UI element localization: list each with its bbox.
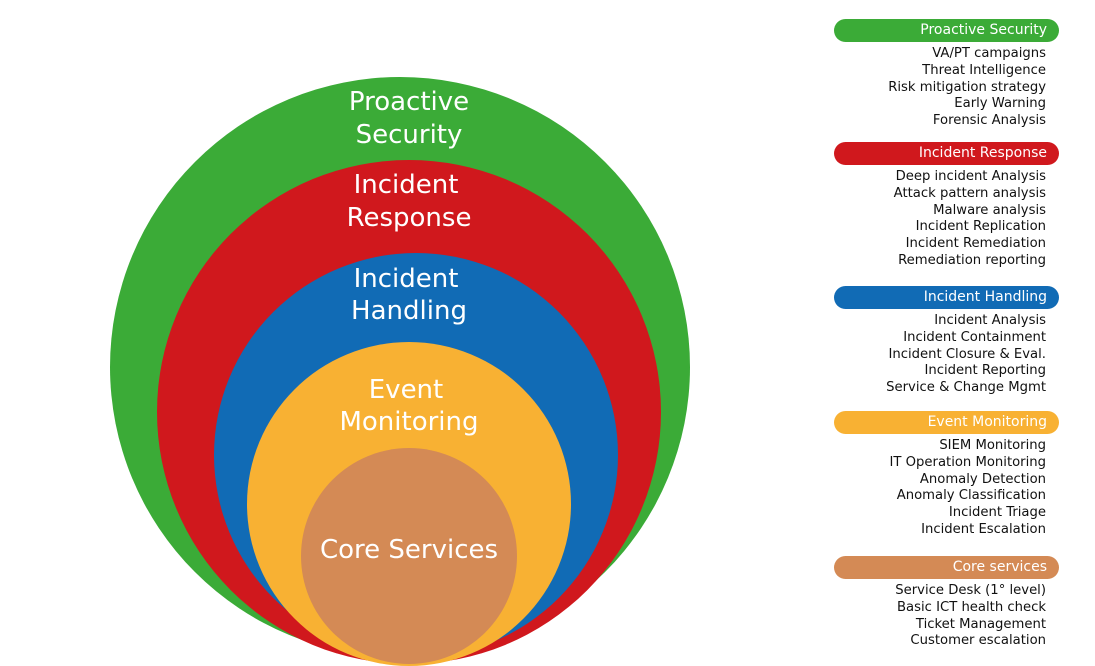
legend-item: Early Warning [954, 96, 1046, 112]
legend-item: Incident Analysis [934, 313, 1046, 328]
legend-header-event-monitoring: Event Monitoring [834, 411, 1059, 434]
ring-label-monitoring-1: Event [369, 375, 443, 405]
legend-item: Deep incident Analysis [895, 169, 1046, 184]
legend-header-incident-handling: Incident Handling [834, 286, 1059, 309]
legend-group-core-services: Core services Service Desk (1° level) Ba… [834, 556, 1059, 650]
legend-item: Malware analysis [933, 202, 1046, 218]
nested-circles-diagram: Proactive Security Incident Response Inc… [110, 77, 690, 666]
legend-item: Anomaly Detection [919, 471, 1046, 487]
legend-list-incident-response: Deep incident Analysis Attack pattern an… [834, 169, 1059, 270]
legend-header-core-services: Core services [834, 556, 1059, 579]
legend-item: Attack pattern analysis [893, 185, 1046, 201]
legend-item: Basic ICT health check [897, 599, 1046, 615]
legend-item: IT Operation Monitoring [889, 454, 1046, 470]
legend-item: Threat Intelligence [922, 62, 1046, 78]
ring-label-core: Core Services [320, 535, 498, 565]
legend-item: Incident Triage [948, 505, 1046, 521]
legend-list-incident-handling: Incident Analysis Incident Containment I… [834, 313, 1059, 397]
ring-label-monitoring-2: Monitoring [339, 407, 478, 437]
legend-item: Service Desk (1° level) [895, 583, 1046, 598]
legend-item: Service & Change Mgmt [886, 380, 1046, 396]
legend-list-event-monitoring: SIEM Monitoring IT Operation Monitoring … [834, 438, 1059, 539]
legend-header-incident-response: Incident Response [834, 142, 1059, 165]
legend-item: Incident Reporting [924, 363, 1046, 379]
ring-label-response-1: Incident [354, 170, 459, 200]
legend-item: Customer escalation [910, 633, 1046, 649]
legend-list-core-services: Service Desk (1° level) Basic ICT health… [834, 583, 1059, 650]
legend-item: Incident Closure & Eval. [888, 346, 1046, 362]
ring-label-proactive-2: Security [356, 120, 463, 150]
legend-item: Incident Replication [915, 219, 1046, 235]
legend-item: Remediation reporting [898, 252, 1046, 268]
legend-group-proactive-security: Proactive Security VA/PT campaigns Threa… [834, 19, 1059, 130]
ring-label-response-2: Response [347, 203, 472, 233]
legend-item: Incident Escalation [921, 521, 1046, 537]
legend-item: Risk mitigation strategy [888, 79, 1046, 95]
ring-label-handling-2: Handling [351, 296, 467, 326]
legend-list-proactive-security: VA/PT campaigns Threat Intelligence Risk… [834, 46, 1059, 130]
legend-group-event-monitoring: Event Monitoring SIEM Monitoring IT Oper… [834, 411, 1059, 539]
legend-item: Incident Remediation [905, 236, 1046, 252]
legend-item: VA/PT campaigns [932, 46, 1046, 61]
legend-item: Ticket Management [915, 616, 1046, 632]
legend-group-incident-handling: Incident Handling Incident Analysis Inci… [834, 286, 1059, 397]
legend-item: Anomaly Classification [896, 488, 1046, 504]
legend-item: Forensic Analysis [932, 113, 1046, 129]
legend-item: Incident Containment [903, 329, 1046, 345]
legend-header-proactive-security: Proactive Security [834, 19, 1059, 42]
ring-label-handling-1: Incident [354, 264, 459, 294]
ring-core-services [301, 448, 517, 664]
ring-label-proactive-1: Proactive [349, 87, 469, 117]
legend-group-incident-response: Incident Response Deep incident Analysis… [834, 142, 1059, 270]
legend-item: SIEM Monitoring [939, 438, 1046, 453]
